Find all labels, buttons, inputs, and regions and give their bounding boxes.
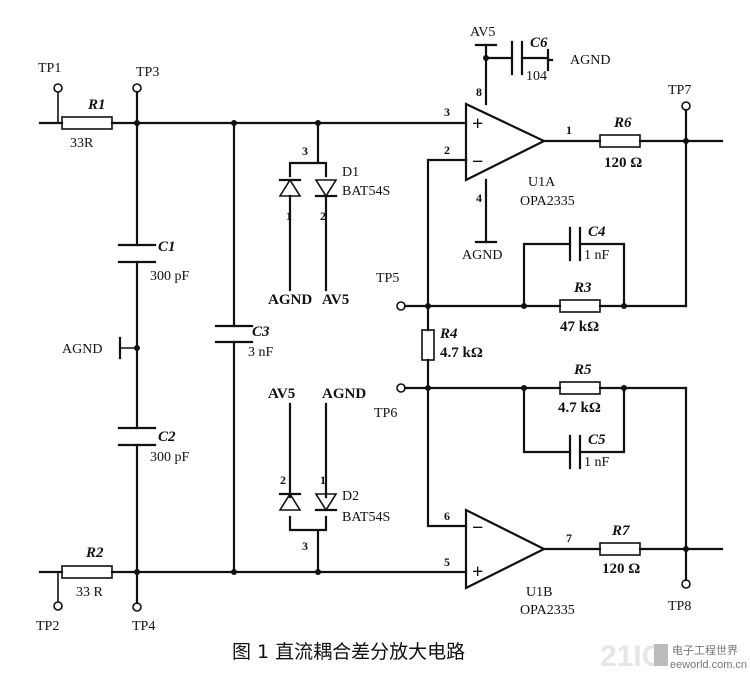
u1b-pin-out: 7 xyxy=(566,531,572,545)
r3-value: 47 kΩ xyxy=(560,319,599,335)
d1-ref: D1 xyxy=(342,165,359,180)
u1a-pin-minus: 2 xyxy=(444,143,450,157)
u1b-pin-minus: 6 xyxy=(444,509,450,523)
d2-pin-c: 3 xyxy=(302,539,308,553)
u1b-pin-plus: 5 xyxy=(444,555,450,569)
r3-ref: R3 xyxy=(573,280,592,296)
junctions xyxy=(134,55,689,575)
tp8-label: TP8 xyxy=(668,599,691,614)
r6-ref: R6 xyxy=(613,115,632,131)
r2-value: 33 R xyxy=(76,585,104,600)
tp7-label: TP7 xyxy=(668,83,691,98)
c4-ref: C4 xyxy=(588,224,606,240)
tp5-label: TP5 xyxy=(376,271,399,286)
d1-pin-a: 1 xyxy=(286,209,292,223)
u1a-plus-sign: + xyxy=(472,113,483,135)
d1-net-a: AGND xyxy=(268,292,312,308)
resistor-r1 xyxy=(61,116,113,130)
r4-ref: R4 xyxy=(439,326,458,342)
r5-value: 4.7 kΩ xyxy=(558,400,601,416)
diode-d1 xyxy=(278,178,338,198)
d1-part: BAT54S xyxy=(342,184,390,199)
c5-value: 1 nF xyxy=(584,455,610,470)
u1a-part: OPA2335 xyxy=(520,194,575,209)
d2-pin-b: 1 xyxy=(320,473,326,487)
capacitor-c3 xyxy=(214,324,254,344)
c5-ref: C5 xyxy=(588,432,606,448)
c3-value: 3 nF xyxy=(248,345,274,360)
c3-ref: C3 xyxy=(252,324,270,340)
capacitor-c1 xyxy=(117,243,157,264)
tp6-label: TP6 xyxy=(374,406,397,421)
resistor-r7 xyxy=(599,542,641,556)
resistor-r3 xyxy=(559,299,601,313)
u1a-pin-plus: 3 xyxy=(444,105,450,119)
u1a-pin-gnd: 4 xyxy=(476,191,482,205)
d1-net-b: AV5 xyxy=(322,292,349,308)
d1-pin-b: 2 xyxy=(320,209,326,223)
r4-value: 4.7 kΩ xyxy=(440,345,483,361)
r7-value: 120 Ω xyxy=(602,561,640,577)
agnd-c6-symbol xyxy=(546,48,554,72)
av5-top-label: AV5 xyxy=(470,25,495,40)
u1a-pin-out: 1 xyxy=(566,123,572,137)
agnd-mid-label: AGND xyxy=(62,342,102,357)
u1b-minus-sign: − xyxy=(472,517,483,539)
u1a-ref: U1A xyxy=(528,175,556,190)
c6-ref: C6 xyxy=(530,35,548,51)
capacitor-c6 xyxy=(510,40,524,76)
c1-value: 300 pF xyxy=(150,269,190,284)
r7-ref: R7 xyxy=(611,523,630,539)
diode-d2 xyxy=(278,492,338,512)
c4-value: 1 nF xyxy=(584,248,610,263)
d2-net-b: AGND xyxy=(322,386,366,402)
d2-ref: D2 xyxy=(342,489,359,504)
capacitor-c5 xyxy=(568,434,582,470)
c6-value: 104 xyxy=(526,69,547,84)
resistor-r2 xyxy=(61,565,113,579)
d2-part: BAT54S xyxy=(342,510,390,525)
resistor-r5 xyxy=(559,381,601,395)
capacitor-c4 xyxy=(568,226,582,262)
tp2-label: TP2 xyxy=(36,619,59,634)
agnd-c6-label: AGND xyxy=(570,53,610,68)
d2-pin-a: 2 xyxy=(280,473,286,487)
capacitor-c2 xyxy=(117,426,157,447)
resistor-r6 xyxy=(599,134,641,148)
test-points xyxy=(53,83,691,612)
u1b-ref: U1B xyxy=(526,585,552,600)
c2-ref: C2 xyxy=(158,429,176,445)
r2-ref: R2 xyxy=(85,545,104,561)
u1b-plus-sign: + xyxy=(472,561,483,583)
figure-caption: 图 1 直流耦合差分放大电路 xyxy=(232,641,465,663)
opamp-u1b xyxy=(464,508,547,590)
r1-ref: R1 xyxy=(87,97,106,113)
u1a-pin-vcc: 8 xyxy=(476,85,482,99)
r6-value: 120 Ω xyxy=(604,155,642,171)
d1-pin-c: 3 xyxy=(302,144,308,158)
resistor-r4 xyxy=(421,329,435,361)
agnd-u1a-label: AGND xyxy=(462,248,502,263)
wires xyxy=(38,43,724,605)
opamp-u1a xyxy=(464,102,547,182)
watermark-url: eeworld.com.cn xyxy=(670,659,747,671)
tp4-label: TP4 xyxy=(132,619,155,634)
r5-ref: R5 xyxy=(573,362,592,378)
tp1-label: TP1 xyxy=(38,61,61,76)
c1-ref: C1 xyxy=(158,239,176,255)
watermark-site: 电子工程世界 xyxy=(672,644,738,657)
u1b-part: OPA2335 xyxy=(520,603,575,618)
r1-value: 33R xyxy=(70,136,94,151)
watermark-brand: 21IC xyxy=(600,640,663,673)
watermark-logo: 21IC 电子工程世界 eeworld.com.cn xyxy=(600,640,747,673)
tp3-label: TP3 xyxy=(136,65,159,80)
c2-value: 300 pF xyxy=(150,450,190,465)
u1a-minus-sign: − xyxy=(472,151,483,173)
d2-net-a: AV5 xyxy=(268,386,295,402)
